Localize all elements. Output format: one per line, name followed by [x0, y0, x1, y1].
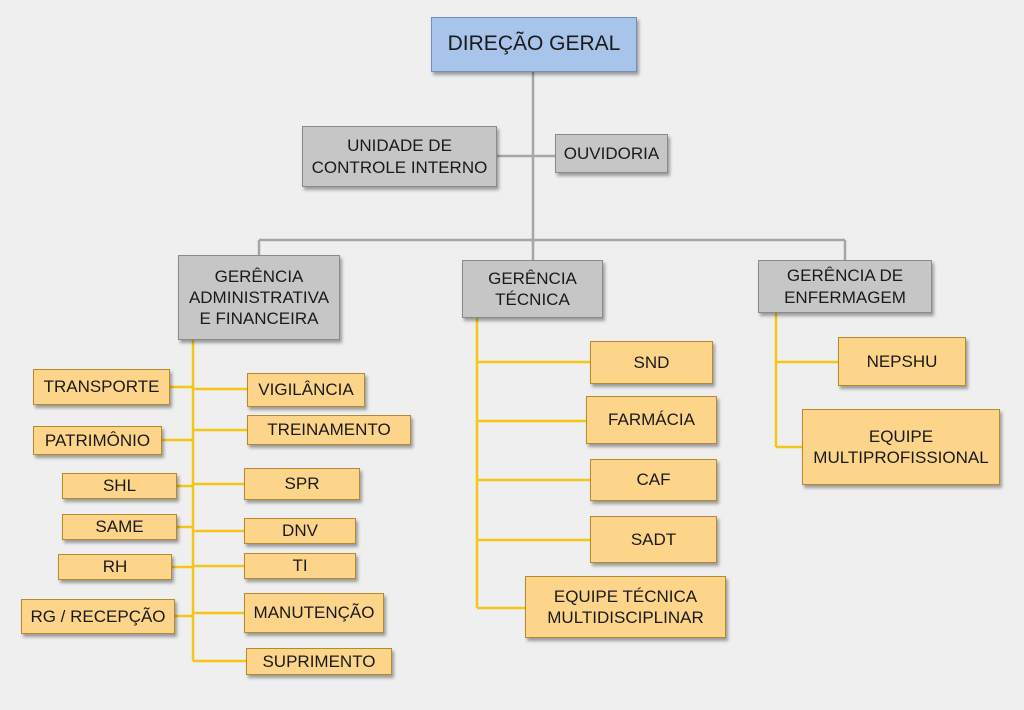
farmacia-box: FARMÁCIA	[586, 396, 717, 444]
treinamento-box: TREINAMENTO	[247, 415, 411, 445]
direcao-geral-box: DIREÇÃO GERAL	[431, 17, 637, 72]
gerencia-tecnica-box: GERÊNCIA TÉCNICA	[462, 260, 603, 318]
suprimento-box: SUPRIMENTO	[246, 648, 392, 675]
rg-recepcao-box: RG / RECEPÇÃO	[21, 599, 175, 634]
controle-interno-box: UNIDADE DE CONTROLE INTERNO	[302, 126, 497, 187]
spr-box: SPR	[244, 468, 360, 500]
gerencia-enfermagem-box: GERÊNCIA DE ENFERMAGEM	[758, 260, 932, 313]
caf-box: CAF	[590, 459, 717, 501]
same-box: SAME	[62, 514, 177, 540]
ti-box: TI	[244, 553, 356, 579]
manutencao-box: MANUTENÇÃO	[244, 593, 384, 633]
rh-box: RH	[58, 554, 172, 580]
patrimonio-box: PATRIMÔNIO	[33, 426, 162, 455]
equipe-multiprofissional-box: EQUIPE MULTIPROFISSIONAL	[802, 409, 1000, 485]
shl-box: SHL	[62, 473, 177, 499]
gerencia-administrativa-box: GERÊNCIA ADMINISTRATIVA E FINANCEIRA	[178, 255, 340, 340]
transporte-box: TRANSPORTE	[33, 369, 170, 405]
equipe-tecnica-box: EQUIPE TÉCNICA MULTIDISCIPLINAR	[525, 576, 726, 638]
sadt-box: SADT	[590, 516, 717, 563]
dnv-box: DNV	[244, 518, 356, 544]
nepshu-box: NEPSHU	[838, 337, 966, 386]
ouvidoria-box: OUVIDORIA	[555, 134, 668, 173]
vigilancia-box: VIGILÂNCIA	[247, 373, 365, 407]
snd-box: SND	[590, 341, 713, 384]
